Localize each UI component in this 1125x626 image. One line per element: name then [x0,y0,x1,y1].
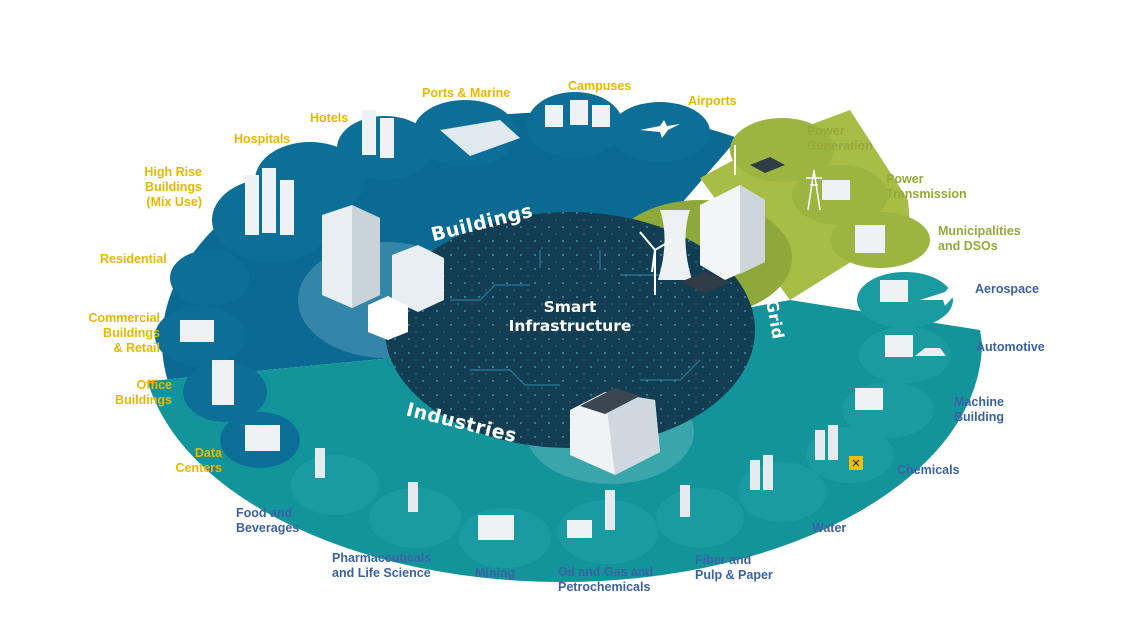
car-icon [915,348,946,356]
label-water: Water [812,521,847,535]
wind-turbine-icon [639,145,736,295]
svg-text:✕: ✕ [851,457,860,470]
ship-icon [440,120,520,156]
label-residential: Residential [100,252,167,266]
label-ports-marine: Ports & Marine [422,86,511,100]
label-chemicals: Chemicals [897,463,960,477]
power-plant-icon [658,185,765,280]
center-label-line2: Infrastructure [508,317,632,335]
label-mining: Mining [475,566,516,580]
label-hotels: Hotels [310,111,349,125]
label-aerospace: Aerospace [975,282,1039,296]
center-label: Smart Infrastructure [470,298,670,336]
label-airports: Airports [688,94,737,108]
building-block-icons [180,100,913,540]
transmission-tower-icon [806,169,822,211]
label-automotive: Automotive [976,340,1045,354]
skyscraper-icon [322,205,444,340]
label-hospitals: Hospitals [234,132,291,146]
airplane-icon [640,120,965,306]
hazard-icon: ✕ [849,456,863,470]
label-campuses: Campuses [568,79,632,93]
factory-icon [570,388,660,475]
silo-icon [315,425,838,530]
center-label-line1: Smart [543,298,597,316]
solar-panel-icon [680,157,785,293]
